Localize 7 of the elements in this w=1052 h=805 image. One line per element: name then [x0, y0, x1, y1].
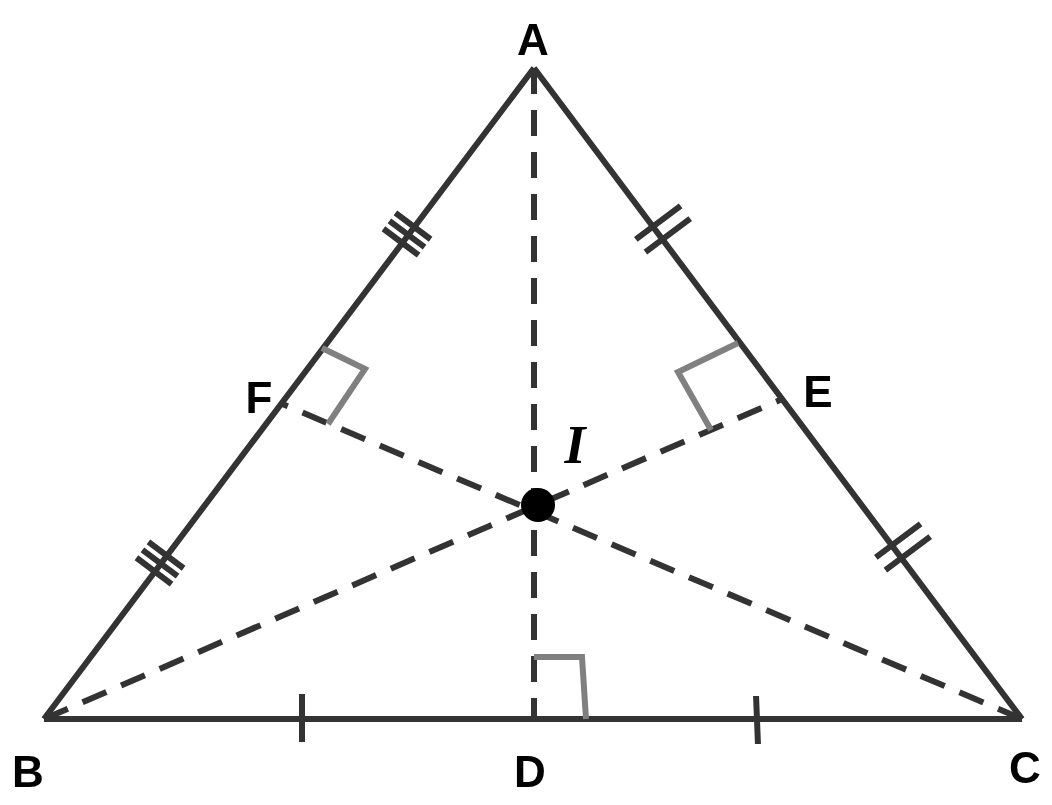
- point-label: C: [1009, 746, 1041, 790]
- point-label: B: [12, 750, 44, 794]
- point-label: F: [245, 376, 273, 420]
- point-label: A: [517, 18, 549, 62]
- point-label: E: [803, 370, 833, 414]
- point-label: D: [514, 750, 546, 794]
- point-label: I: [564, 418, 586, 472]
